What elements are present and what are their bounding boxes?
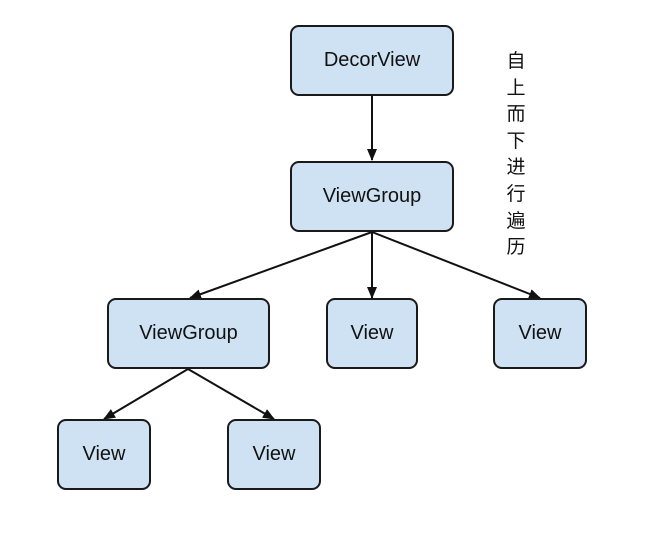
node-view-level2-middle: View	[326, 298, 418, 369]
node-view-level3-left: View	[57, 419, 151, 490]
edge-viewgroup-to-child-viewgroup	[189, 231, 373, 299]
edge-viewgroup-to-view-right	[371, 231, 541, 299]
node-view-level3-right: View	[227, 419, 321, 490]
node-viewgroup-level2: ViewGroup	[107, 298, 270, 369]
edge-child-viewgroup-to-view-left	[103, 368, 189, 420]
node-view-level2-right: View	[493, 298, 587, 369]
node-decorview: DecorView	[290, 25, 454, 96]
edge-child-viewgroup-to-view-right	[187, 368, 275, 420]
traversal-note: 自上而下进行遍历	[506, 50, 526, 259]
node-viewgroup-level1: ViewGroup	[290, 161, 454, 232]
